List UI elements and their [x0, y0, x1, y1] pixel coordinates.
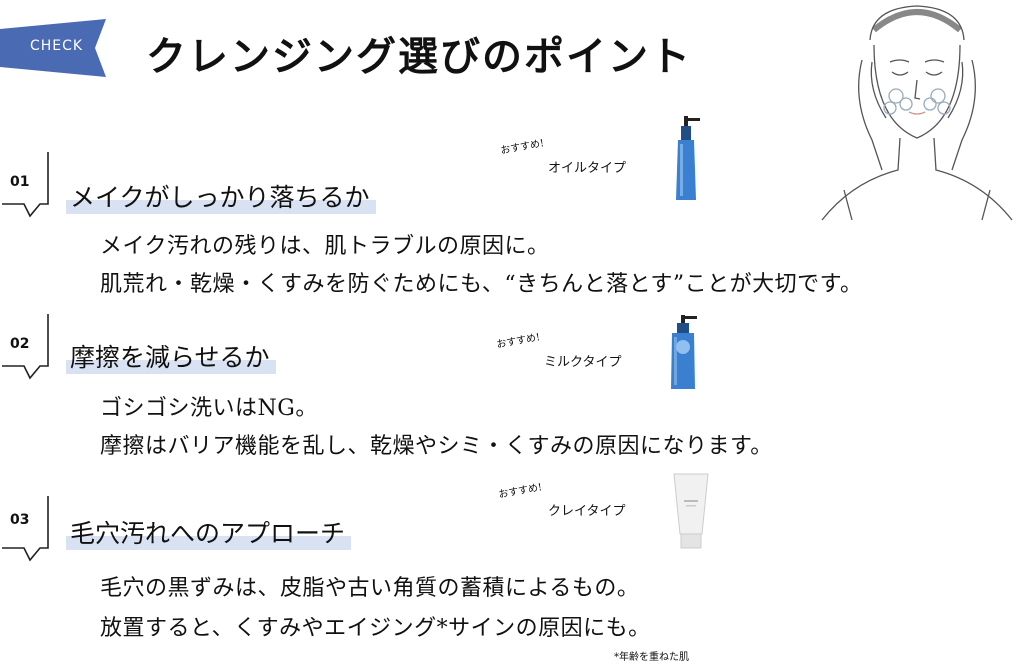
section-number: 03 [10, 512, 30, 528]
section-text-line: 毛穴の黒ずみは、皮脂や古い角質の蓄積によるもの。 [100, 576, 640, 601]
section-text-line: ゴシゴシ洗いはNG。 [100, 396, 318, 421]
product-type-label: クレイタイプ [548, 504, 626, 519]
clay-tube-icon [664, 470, 716, 552]
page-title: クレンジング選びのポイント [146, 33, 692, 80]
section-text-line: 肌荒れ・乾燥・くすみを防ぐためにも、“きちんと落とす”ことが大切です。 [100, 272, 863, 297]
recommend-label: おすすめ! [495, 332, 541, 351]
section-heading: 毛穴汚れへのアプローチ [66, 514, 352, 550]
section-number: 01 [10, 174, 30, 190]
section-text-line: 摩擦はバリア機能を乱し、乾燥やシミ・くすみの原因になります。 [100, 434, 773, 459]
recommend-label: おすすめ! [497, 482, 543, 501]
section-number-badge: 03 [0, 494, 54, 564]
section-heading: メイクがしっかり落ちるか [66, 178, 376, 214]
section-number-badge: 02 [0, 312, 54, 382]
oil-bottle-icon [670, 114, 704, 204]
check-ribbon-label: CHECK [30, 38, 84, 54]
section-number: 02 [10, 336, 30, 352]
milk-bottle-icon [664, 313, 704, 391]
section-text-line: 放置すると、くすみやエイジング*サインの原因にも。 [100, 616, 651, 641]
section-number-badge: 01 [0, 150, 54, 220]
section-text-line: メイク汚れの残りは、肌トラブルの原因に。 [100, 234, 550, 259]
product-type-label: オイルタイプ [548, 161, 627, 176]
check-ribbon: CHECK [0, 19, 106, 77]
footnote: *年齢を重ねた肌 [614, 652, 689, 663]
section-heading: 摩擦を減らせるか [66, 338, 276, 374]
recommend-label: おすすめ! [499, 138, 545, 157]
face-washing-illustration [812, 0, 1022, 222]
product-type-label: ミルクタイプ [544, 355, 622, 370]
